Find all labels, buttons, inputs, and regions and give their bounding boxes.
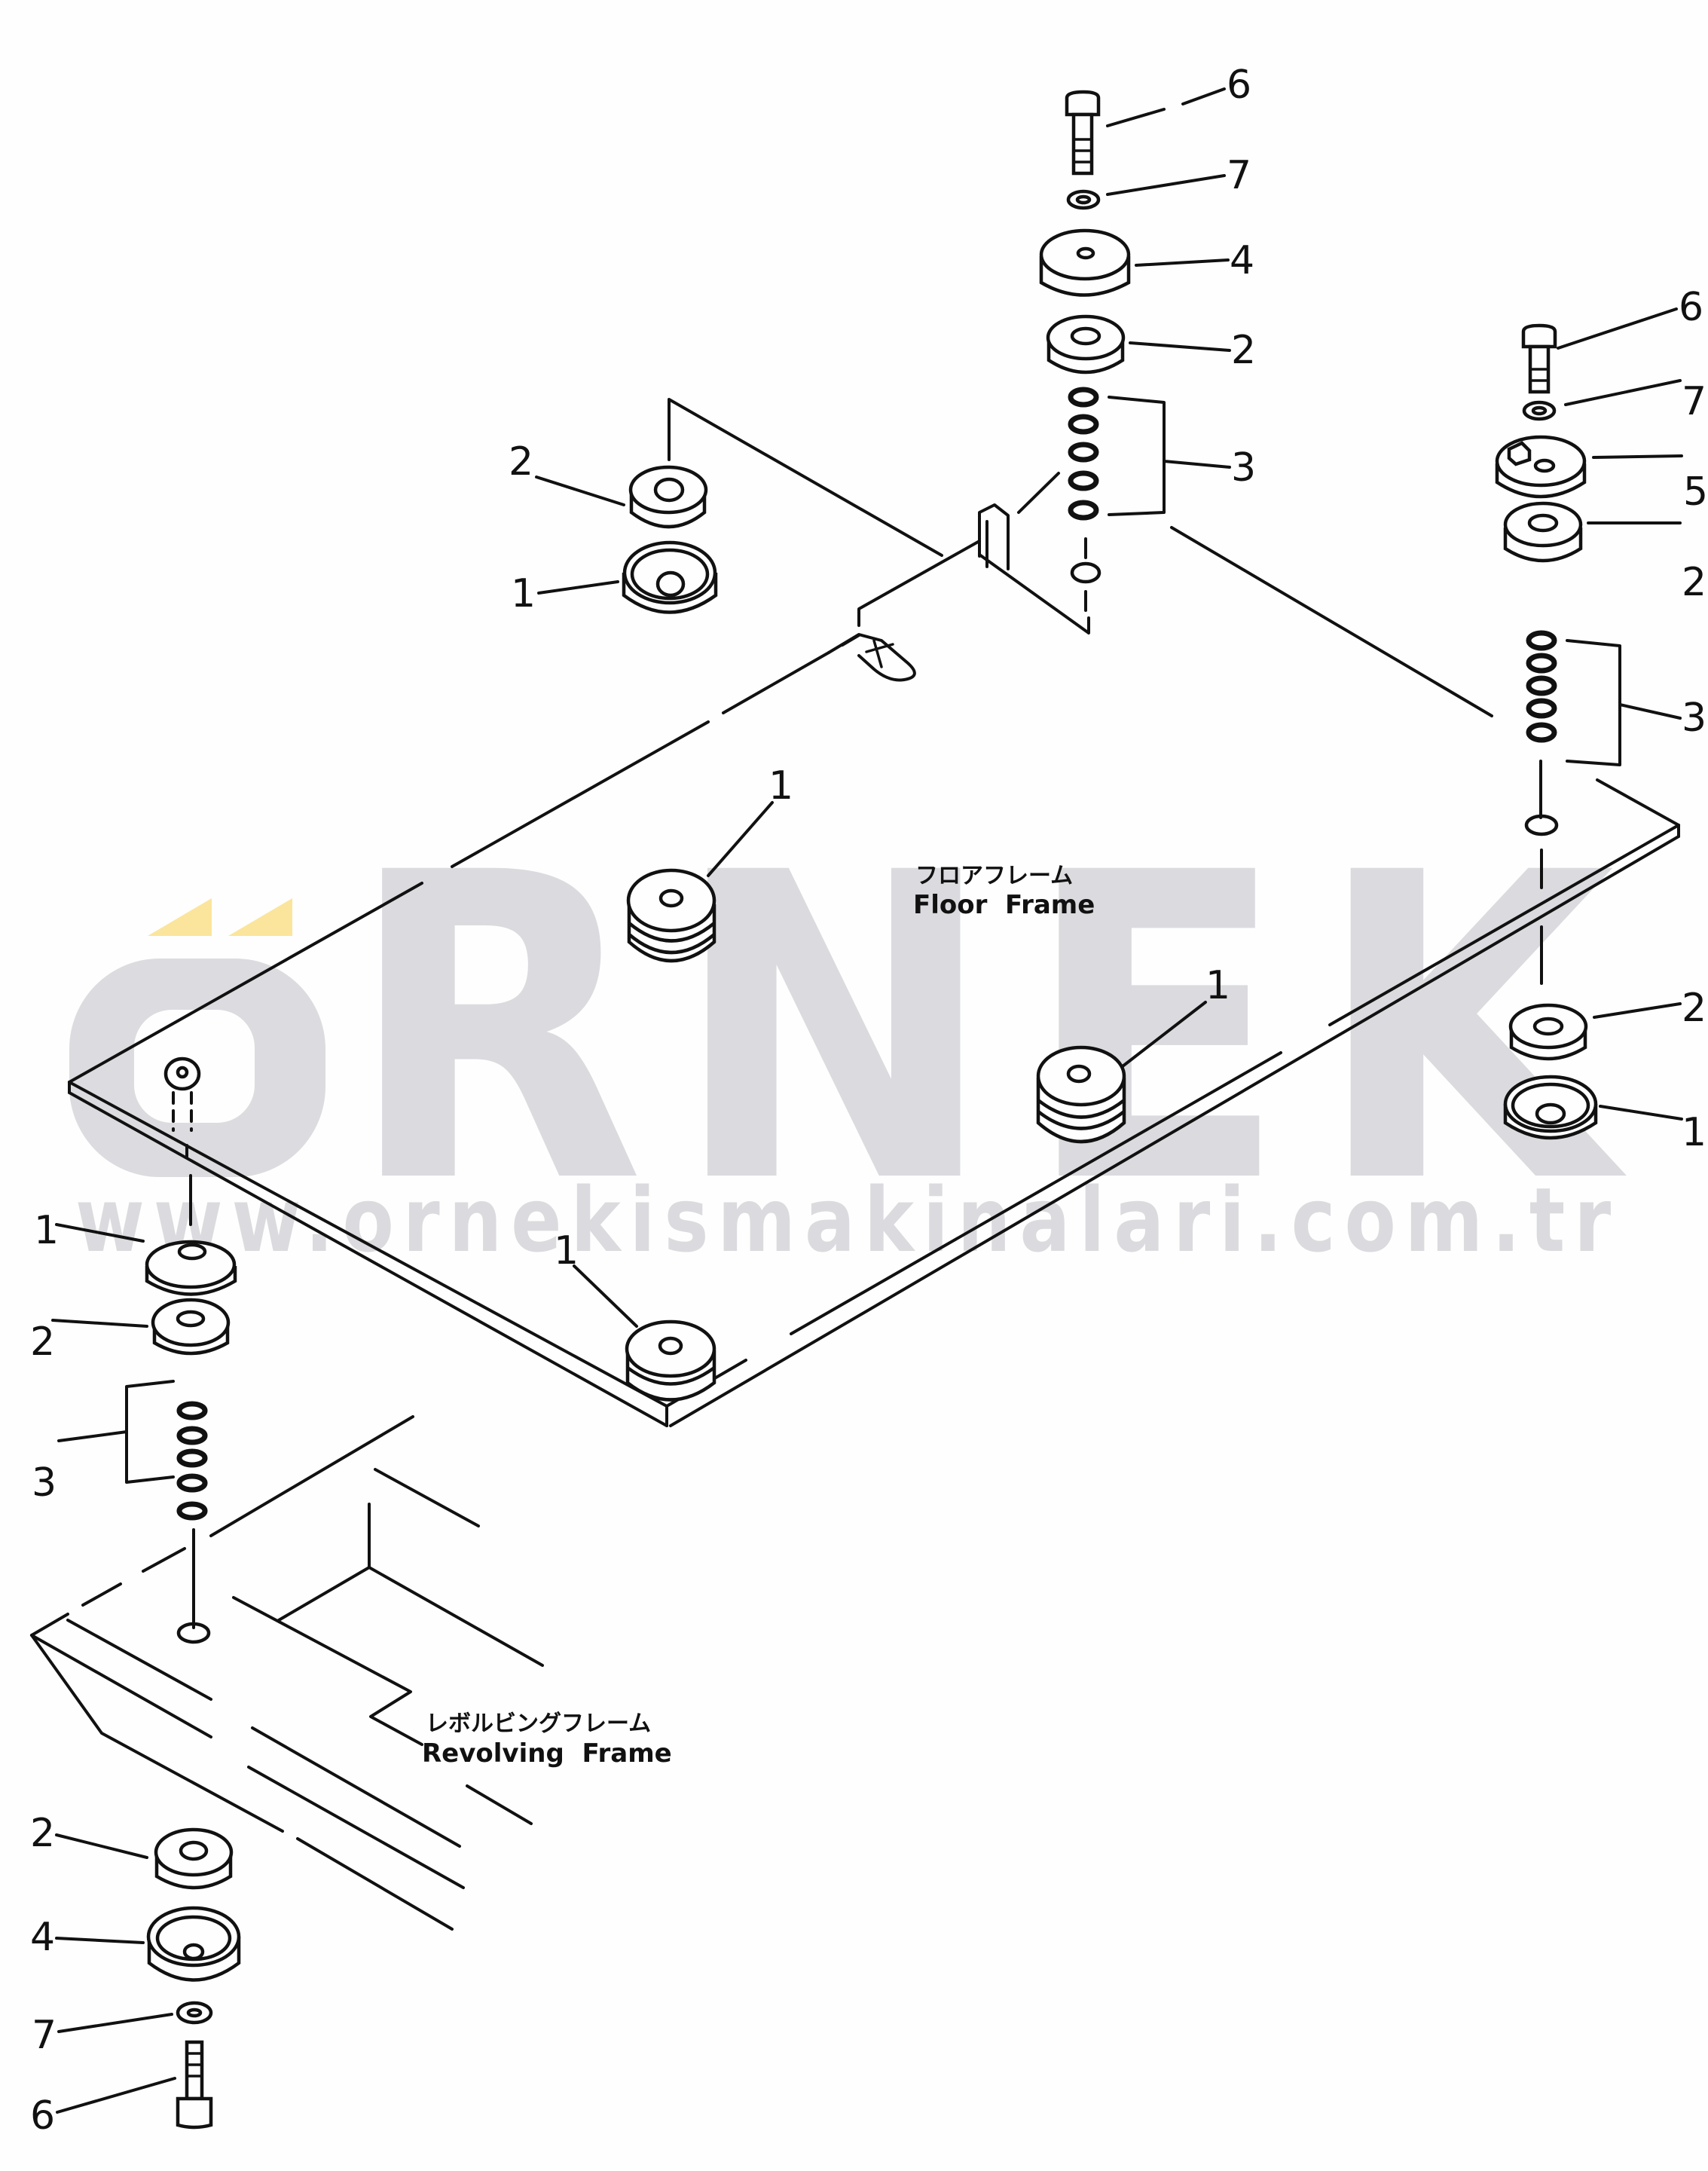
- floor-mount-upper: 1: [626, 763, 793, 963]
- revolving-frame-label-en: Revolving Frame: [422, 1738, 672, 1769]
- callout-1: 1: [1205, 963, 1230, 1008]
- callout-6: 6: [1227, 63, 1251, 108]
- right-lower-cushions: 2 1: [1503, 986, 1706, 1155]
- rubber-cushion-icon: [1046, 314, 1126, 375]
- top-right-stack: 6 7 5 2 3: [1495, 285, 1708, 985]
- watermark-url: www.ornekismakinalari.com.tr: [75, 1168, 1620, 1272]
- shim-rings-icon: [1068, 387, 1099, 521]
- callout-6: 6: [30, 2093, 55, 2139]
- callout-4: 4: [1230, 238, 1254, 283]
- floor-frame-label-en: Floor Frame: [913, 890, 1095, 920]
- callout-2: 2: [30, 1811, 55, 1856]
- callout-1: 1: [511, 571, 536, 616]
- left-upper-stack: 1 2 3: [30, 1174, 237, 1644]
- floor-frame-label-jp: フロアフレーム: [915, 863, 1073, 889]
- cushion-cap-stopper-icon: [1495, 435, 1587, 499]
- callout-1: 1: [1682, 1110, 1706, 1155]
- watermark-accent-left: [148, 898, 212, 936]
- bolt-icon: [1521, 323, 1557, 394]
- plate-bolt-left: [163, 1056, 201, 1158]
- callout-7: 7: [1227, 153, 1251, 198]
- callout-1: 1: [554, 1228, 579, 1274]
- rubber-cushion-icon: [151, 1298, 231, 1356]
- callout-1: 1: [34, 1208, 59, 1253]
- top-center-stack: 6 7 4 2 3: [1039, 63, 1256, 612]
- callout-7: 7: [1682, 379, 1706, 424]
- revolving-frame: [30, 1415, 544, 1931]
- shim-rings-icon: [1526, 630, 1557, 743]
- callout-2: 2: [509, 439, 533, 485]
- watermark-brand: RNEK: [347, 784, 1642, 1276]
- washer-icon: [1066, 189, 1101, 210]
- upper-left-cushions: 2 1: [509, 439, 718, 616]
- bolt-icon: [176, 2040, 213, 2130]
- rubber-cushion-icon: [1508, 1003, 1588, 1061]
- callout-2: 2: [1682, 560, 1706, 605]
- cushion-cap-icon: [146, 1906, 241, 1982]
- callout-6: 6: [1679, 285, 1703, 330]
- washer-icon: [1522, 400, 1557, 421]
- washer-icon: [176, 2001, 213, 2025]
- callout-7: 7: [32, 2013, 57, 2058]
- cushion-cap-icon: [1039, 228, 1131, 297]
- revolving-frame-label: レボルビングフレーム Revolving Frame: [422, 1711, 672, 1769]
- rubber-cushion-icon: [1503, 501, 1583, 563]
- mount-cup-icon: [622, 540, 718, 614]
- callout-2: 2: [1682, 986, 1706, 1031]
- floor-mount-center: 1: [1036, 963, 1230, 1144]
- floor-mount-front: 1: [554, 1228, 717, 1402]
- rubber-cushion-icon: [154, 1827, 234, 1890]
- callout-2: 2: [30, 1319, 55, 1365]
- callout-3: 3: [1231, 445, 1256, 491]
- shim-rings-icon: [176, 1401, 208, 1521]
- watermark: RNEK www.ornekismakinalari.com.tr: [69, 784, 1642, 1276]
- floor-frame-label: フロアフレーム Floor Frame: [913, 863, 1095, 920]
- callout-4: 4: [30, 1915, 55, 1960]
- mount-cup-icon: [1503, 1075, 1598, 1140]
- watermark-accent-right: [228, 898, 292, 936]
- callout-2: 2: [1231, 328, 1256, 373]
- callout-1: 1: [768, 763, 793, 809]
- revolving-frame-label-jp: レボルビングフレーム: [426, 1711, 651, 1737]
- left-lower-stack: 2 4 7 6: [30, 1811, 241, 2139]
- rubber-cushion-icon: [628, 465, 708, 529]
- callout-3: 3: [32, 1460, 57, 1506]
- bolt-icon: [1065, 90, 1101, 176]
- mount-cushion-icon: [145, 1240, 237, 1296]
- callout-5: 5: [1683, 469, 1708, 515]
- floor-frame: [68, 398, 1680, 1427]
- callout-3: 3: [1682, 696, 1706, 741]
